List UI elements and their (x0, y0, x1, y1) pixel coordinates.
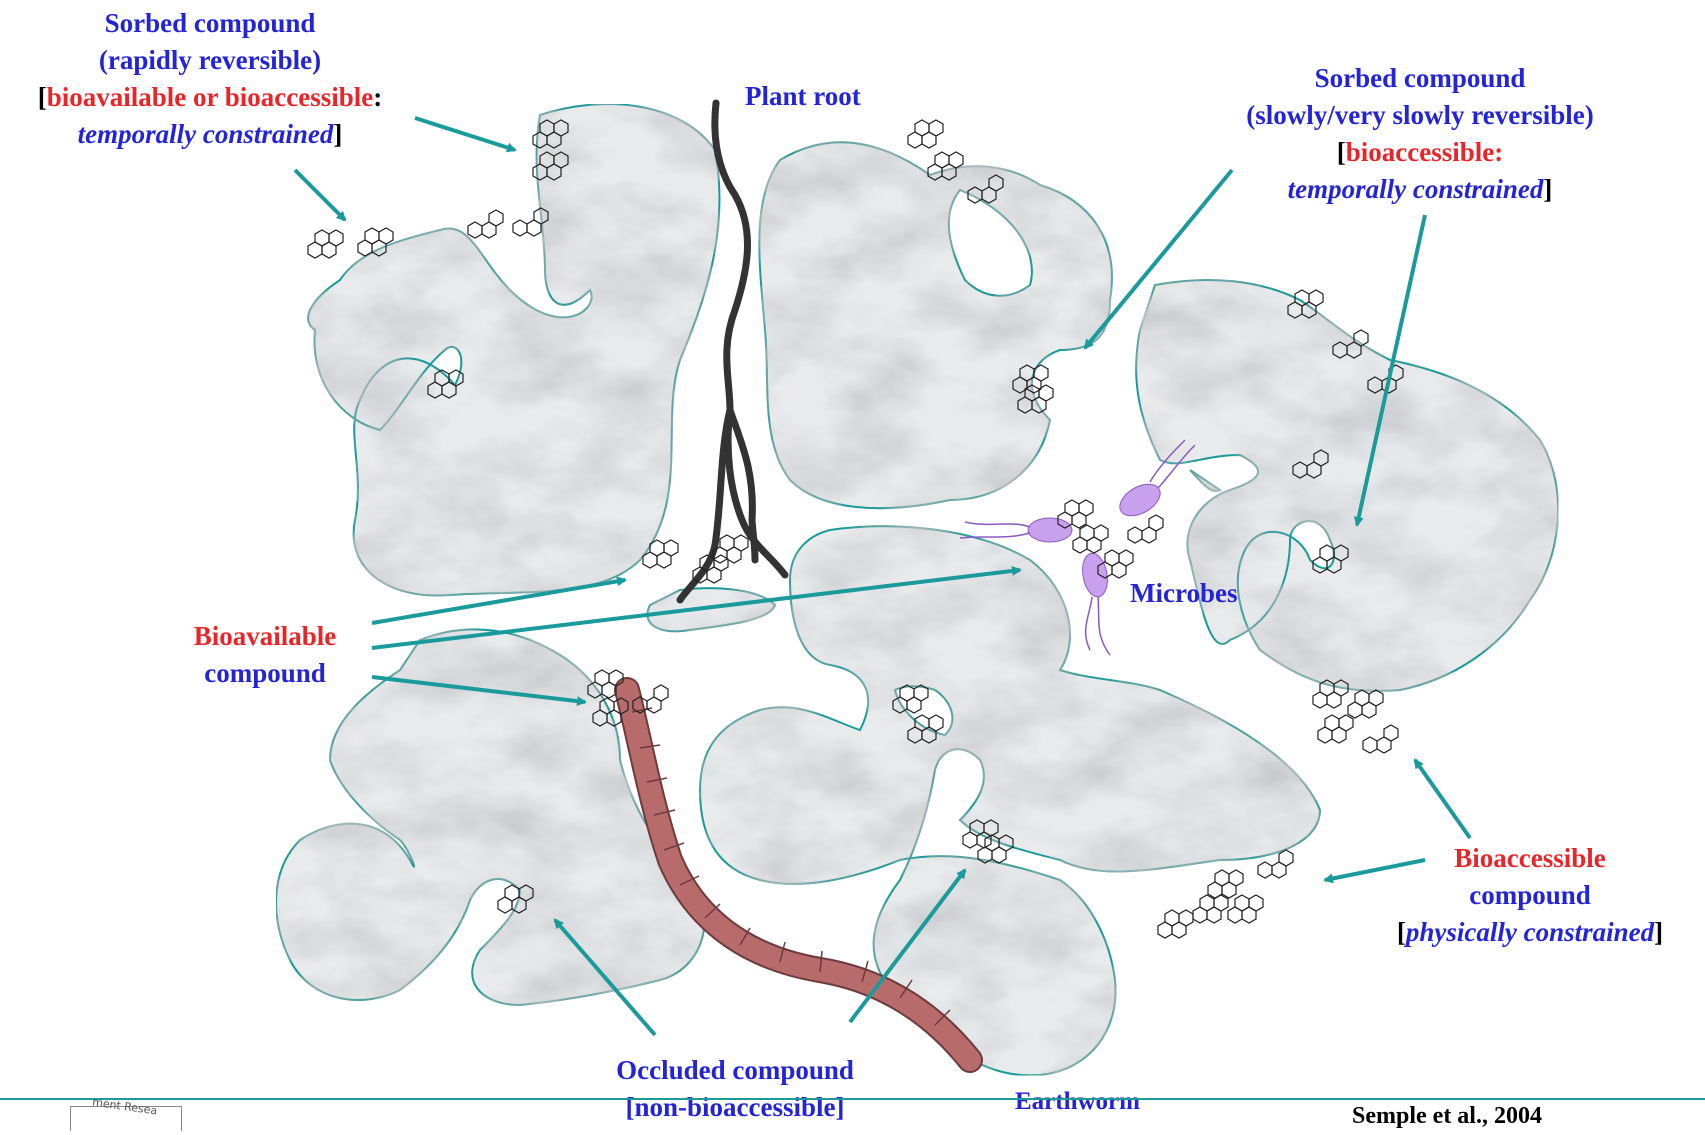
label-line: [physically constrained] (1360, 914, 1700, 951)
bracket-open: [ (38, 82, 47, 112)
label-line: [non-bioaccessible] (560, 1089, 910, 1126)
label-line: temporally constrained] (1195, 171, 1645, 208)
label-italic-text: temporally constrained (1288, 174, 1544, 204)
label-microbes: Microbes (1130, 575, 1237, 612)
label-red-text: bioavailable or bioaccessible (47, 82, 374, 112)
bracket-close: ] (1654, 917, 1663, 947)
label-line: temporally constrained] (0, 116, 420, 153)
label-sorbed-rapid: Sorbed compound (rapidly reversible) [bi… (0, 5, 420, 153)
aggregate-top-middle (759, 142, 1112, 508)
label-line: Sorbed compound (0, 5, 420, 42)
label-line: (rapidly reversible) (0, 42, 420, 79)
label-plant-root: Plant root (745, 78, 861, 115)
label-line: Bioaccessible (1360, 840, 1700, 877)
label-red-text: bioaccessible: (1346, 137, 1503, 167)
aggregate-left-strip (647, 588, 775, 631)
label-earthworm: Earthworm (1015, 1083, 1140, 1120)
bracket-open: [ (1397, 917, 1406, 947)
label-line: [bioaccessible: (1195, 134, 1645, 171)
citation: Semple et al., 2004 (1352, 1098, 1542, 1135)
label-bioaccessible: Bioaccessible compound [physically const… (1360, 840, 1700, 951)
label-line: Bioavailable (150, 618, 380, 655)
bracket-close: ] (333, 119, 342, 149)
label-line: (slowly/very slowly reversible) (1195, 97, 1645, 134)
label-line: Sorbed compound (1195, 60, 1645, 97)
label-line: Occluded compound (560, 1052, 910, 1089)
label-sorbed-slow: Sorbed compound (slowly/very slowly reve… (1195, 60, 1645, 208)
label-line: compound (150, 655, 380, 692)
label-line: [bioavailable or bioaccessible: (0, 79, 420, 116)
label-bioavailable: Bioavailable compound (150, 618, 380, 692)
label-line: compound (1360, 877, 1700, 914)
microbe (1079, 551, 1110, 655)
label-italic-text: temporally constrained (78, 119, 334, 149)
bracket-open: [ (1337, 137, 1346, 167)
label-italic-text: physically constrained (1406, 917, 1654, 947)
aggregate-right (1136, 280, 1558, 691)
label-occluded: Occluded compound [non-bioaccessible] (560, 1052, 910, 1126)
aggregate-top-left (308, 104, 719, 595)
colon: : (373, 82, 382, 112)
bracket-close: ] (1543, 174, 1552, 204)
